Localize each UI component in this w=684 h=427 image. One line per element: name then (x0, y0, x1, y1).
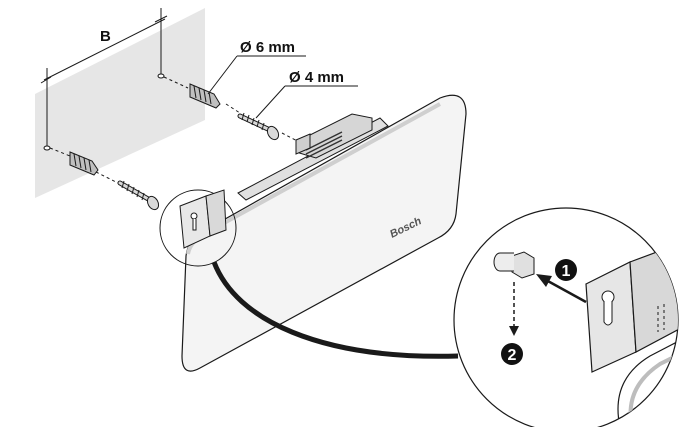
axis-line-screw-right (225, 103, 241, 114)
dimension-b (40, 8, 168, 148)
step2-arrow (509, 282, 519, 336)
screw-leader-line (255, 85, 286, 119)
hex-bolt-icon (493, 251, 535, 279)
screw-diameter-label: Ø 4 mm (289, 69, 344, 86)
wall-plug-icon (189, 83, 221, 109)
axis-line-screw-left (95, 171, 119, 184)
drill-hole-right (157, 73, 165, 79)
keyhole-bracket-icon (585, 235, 678, 373)
plug-diameter-label: Ø 6 mm (240, 39, 295, 56)
step1-marker: 1 (555, 259, 577, 281)
drill-hole-left (43, 145, 51, 151)
step1-arrow (536, 274, 587, 304)
plug-leader-line (207, 55, 238, 95)
wall-plug-icon (69, 151, 99, 176)
step2-marker: 2 (501, 343, 523, 365)
wood-screw-icon (117, 180, 160, 211)
wall-surface (35, 8, 205, 198)
axis-line-screw-right-2 (281, 132, 306, 146)
panel-corner-magnified (617, 329, 678, 427)
keyhole-bracket-icon (179, 189, 227, 249)
panel-top-rail (237, 113, 389, 201)
detail-circle-small (159, 189, 237, 267)
step2-number: 2 (508, 347, 517, 364)
dimension-b-label: B (100, 28, 111, 45)
axis-line-right (163, 76, 189, 89)
wood-screw-icon (237, 112, 280, 141)
detail-connector (211, 261, 459, 359)
step1-number: 1 (562, 263, 571, 280)
